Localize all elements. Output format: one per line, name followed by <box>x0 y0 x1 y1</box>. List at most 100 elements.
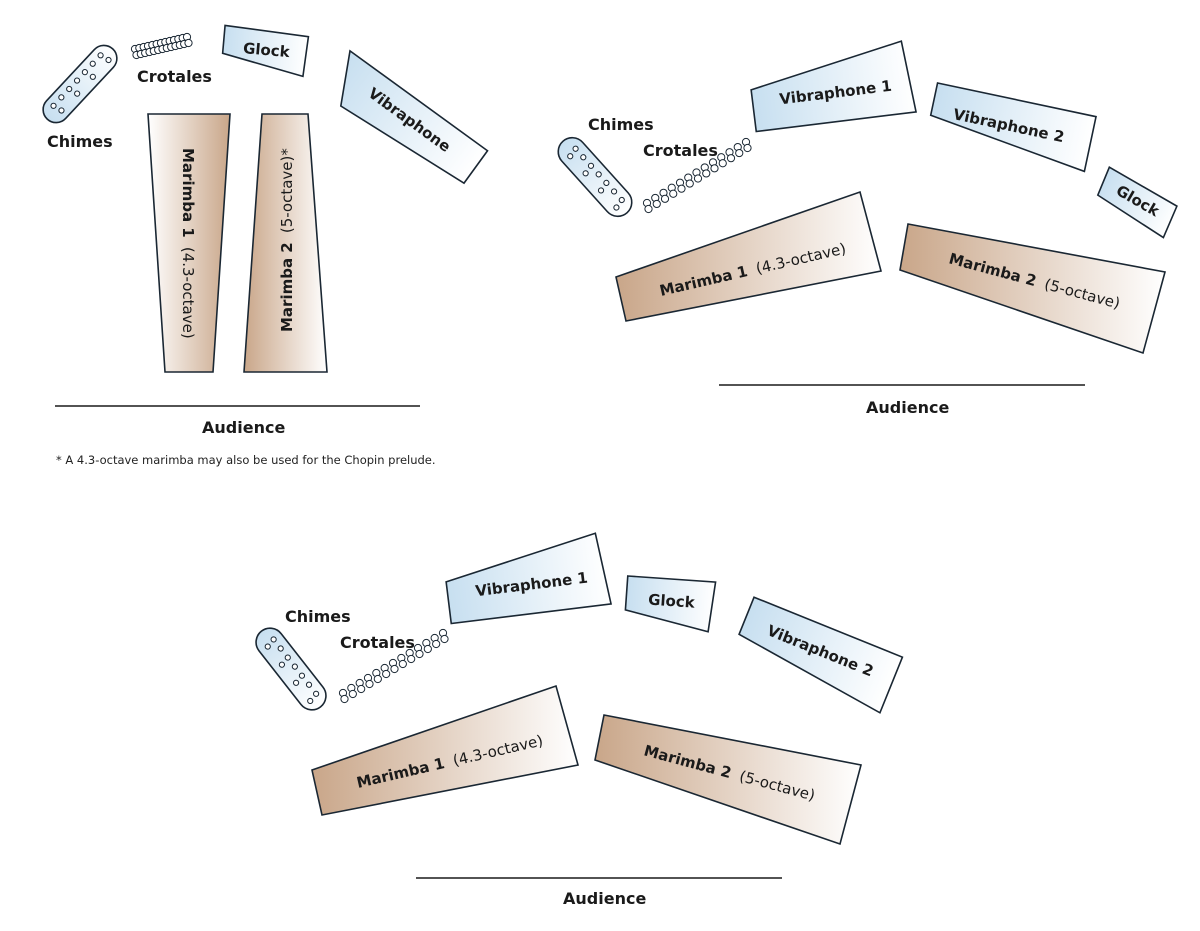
crotale-disc <box>415 649 424 659</box>
chimes-shape <box>42 44 118 124</box>
crotale-disc <box>677 184 686 193</box>
chime-tube <box>278 661 286 668</box>
chimes-label: Chimes <box>285 607 351 626</box>
vibraphone-2-shape: Vibraphone 2 <box>738 596 904 714</box>
chime-tube <box>89 60 96 67</box>
vibraphone-1-shape: Vibraphone 1 <box>445 532 613 625</box>
chime-tube <box>305 681 313 688</box>
crotale-disc <box>693 174 703 183</box>
audience-label: Audience <box>563 889 646 908</box>
chime-tube <box>597 187 605 194</box>
vibraphone-2-shape: Vibraphone 2 <box>929 82 1097 173</box>
crotale-disc <box>718 159 727 168</box>
marimba-1-label: Marimba 1 (4.3-octave) <box>179 148 198 339</box>
crotale-disc <box>644 204 653 214</box>
crotale-disc <box>652 199 661 209</box>
crotales-label: Crotales <box>643 141 718 160</box>
chime-tube <box>97 52 104 59</box>
chimes-tubes <box>50 52 112 114</box>
chime-tube <box>74 90 81 97</box>
chime-tube <box>73 77 81 84</box>
marimba-2-shape <box>243 113 328 373</box>
crotales-label: Crotales <box>340 633 415 652</box>
chime-tube <box>307 697 314 705</box>
vibraphone-shape: Vibraphone <box>339 49 489 185</box>
chimes-tubes <box>264 636 320 705</box>
marimba-1-shape <box>615 190 882 322</box>
crotales-shape <box>130 32 193 60</box>
vibraphone-1-shape: Vibraphone 1 <box>750 40 918 133</box>
setup-3: Chimes Crotales Vibraphone 1 Glock Vibra… <box>255 532 904 908</box>
chime-tube <box>603 179 610 187</box>
chime-tube <box>618 196 625 204</box>
chime-tube <box>66 85 73 93</box>
chime-tube <box>89 73 96 80</box>
chime-tube <box>81 69 88 76</box>
crotales-label: Crotales <box>137 67 212 86</box>
chime-tube <box>270 636 277 643</box>
chime-tube <box>105 56 112 64</box>
crotale-disc <box>440 634 449 644</box>
chime-tube <box>610 188 618 195</box>
crotales-shape <box>338 628 449 704</box>
marimba-1-shape <box>311 684 580 816</box>
chime-tube <box>50 102 57 109</box>
audience-label: Audience <box>202 418 285 437</box>
crotale-disc <box>743 143 752 153</box>
chime-tube <box>572 145 579 152</box>
chime-tube <box>595 171 602 178</box>
setup-2: Chimes Crotales Vibraphone 1 Vibraphone … <box>557 40 1178 417</box>
chime-tube <box>298 672 306 679</box>
chimes-shape <box>557 136 633 218</box>
crotale-disc <box>660 194 670 203</box>
chime-tube <box>567 153 574 160</box>
glock-label: Glock <box>242 39 291 61</box>
crotale-disc <box>340 694 349 704</box>
crotale-disc <box>398 659 407 669</box>
glock-shape: Glock <box>1096 165 1178 239</box>
chime-tube <box>58 94 65 101</box>
chimes-label: Chimes <box>588 115 654 134</box>
chime-tube <box>582 170 589 177</box>
chime-tube <box>580 154 587 161</box>
glock-label: Glock <box>648 590 697 611</box>
chime-tube <box>264 643 271 650</box>
chime-tube <box>587 162 595 169</box>
marimba-2-label: Marimba 2 (5-octave)* <box>277 148 296 332</box>
chime-tube <box>277 645 284 652</box>
crotale-disc <box>710 164 719 173</box>
chime-tube <box>312 690 320 697</box>
crotales-shape <box>642 137 752 214</box>
chimes-tubes <box>567 145 625 211</box>
crotale-disc <box>348 689 357 699</box>
crotale-disc <box>365 679 374 689</box>
glock-shape: Glock <box>624 575 717 633</box>
crotale-disc <box>407 654 416 664</box>
chimes-label: Chimes <box>47 132 113 151</box>
chime-tube <box>291 663 298 670</box>
chime-tube <box>58 107 65 114</box>
crotale-disc <box>423 644 432 654</box>
crotale-disc <box>184 38 193 48</box>
marimba-2-shape <box>899 223 1166 355</box>
crotale-disc <box>735 148 744 158</box>
crotale-disc <box>685 179 694 188</box>
glock-shape: Glock <box>221 24 310 78</box>
crotale-disc <box>382 669 391 679</box>
crotale-disc <box>357 684 366 694</box>
crotale-disc <box>726 154 736 163</box>
marimba-1-shape <box>147 113 231 373</box>
crotale-disc <box>390 664 399 674</box>
chimes-shape <box>255 627 327 711</box>
footnote: * A 4.3-octave marimba may also be used … <box>56 453 436 467</box>
chime-tube <box>613 204 620 211</box>
chime-tube <box>284 654 291 661</box>
crotale-disc <box>432 639 441 649</box>
chime-tube <box>292 679 300 686</box>
setup-1: Chimes Crotales Glock Vibraphone Marimba… <box>42 24 489 467</box>
crotale-disc <box>373 674 382 684</box>
marimba-2-shape <box>594 714 862 846</box>
crotale-disc <box>702 169 711 178</box>
audience-label: Audience <box>866 398 949 417</box>
